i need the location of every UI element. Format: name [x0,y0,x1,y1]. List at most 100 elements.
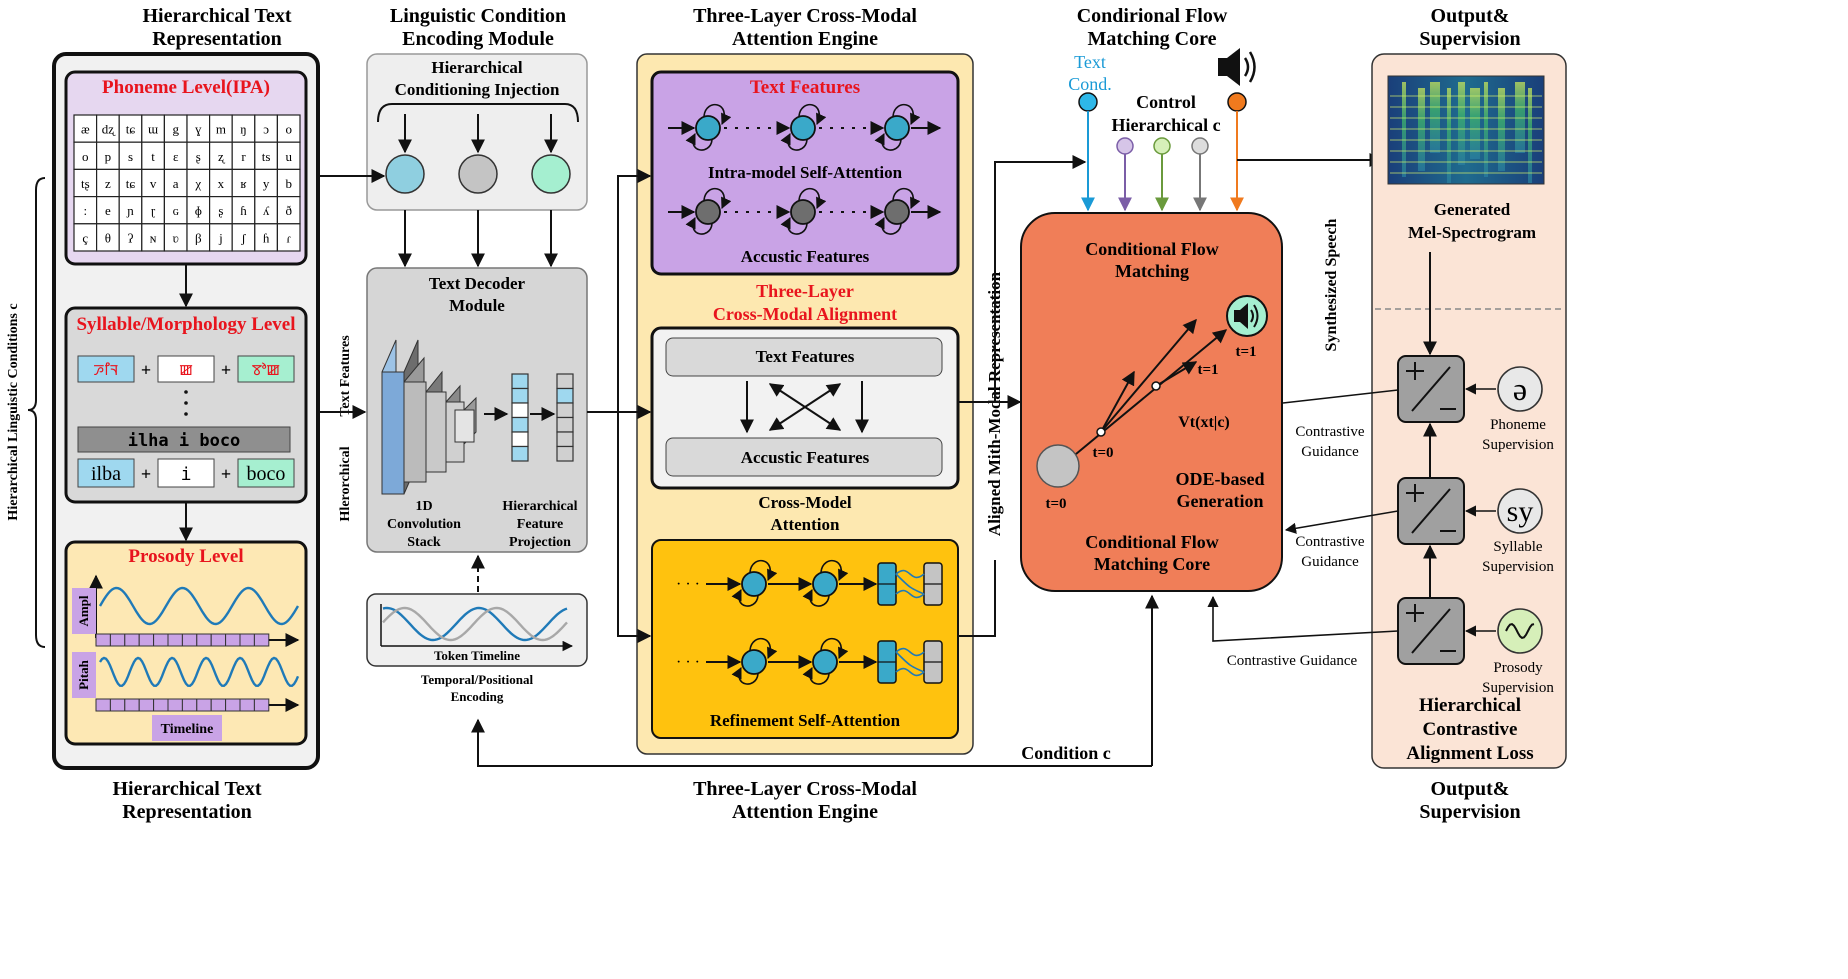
phoneme-symbol: ɛ [173,149,179,164]
prosody-token [167,698,183,712]
text-cond-line1: Text [1074,52,1106,72]
phoneme-symbol: ʁ [240,176,247,191]
timeline-wave-blue [382,606,568,642]
syllable-plus-1: + [141,360,151,380]
phoneme-symbol: a [173,176,179,191]
prosody-token [225,633,241,647]
prosody-token [196,698,212,712]
left-brace-label: Hierarchical Linguistic Conditions c [6,303,21,520]
self-loop-arrow [802,588,830,607]
footer-col3-line2: Attention Engine [732,801,878,823]
intra-attention-label: Intra-model Self-Attention [708,163,903,182]
refine-link [895,569,925,579]
phoneme-symbol: ɽ [151,203,156,218]
self-loop-arrow [892,187,921,210]
decoder-side-label-2: Text Features [338,335,353,417]
self-loop-arrow [731,588,759,607]
syllable-plus-2: + [221,360,231,380]
phoneme-symbol: ʂ [218,203,223,218]
self-loop-arrow [820,637,849,660]
flow-vt-label: Vt(xt|c) [1178,414,1230,431]
header-col5-line1: Output& [1431,5,1510,27]
prosody-token [210,633,227,647]
prosody-token [253,633,270,647]
mel-band [1470,88,1480,159]
syllable-word-3 [237,458,295,488]
prosody-sup-line1: Prosody [1493,660,1543,676]
proj-label-line3: Projection [509,535,571,550]
self-loop-arrow [703,187,732,210]
phoneme-symbol: tʂ [81,176,90,191]
refinement-label: Refinement Self-Attention [710,711,901,730]
phoneme-symbol: x [218,176,225,191]
synthesized-speech-label: Synthesized Speech [1323,218,1340,351]
header-col2-line1: Linguistic Condition [390,5,566,27]
supervision-node-syllable [1497,488,1543,534]
phoneme-symbol: χ [194,176,201,191]
guidance1-line1: Contrastive [1295,424,1364,440]
footer-col1-line2: Representation [122,801,252,823]
phoneme-symbol: b [285,176,292,191]
attention-node [790,199,816,225]
injection-node-syllable [458,154,498,194]
self-loop-arrow [685,216,713,235]
header-col3-line2: Attention Engine [732,28,878,50]
syllable-word-3-text: boco [247,463,286,485]
chain-ellipsis: · · · [676,576,700,593]
guidance-line-1 [1282,389,1399,404]
mel-band [1402,82,1406,177]
phoneme-symbol: ɯ [148,122,158,137]
alignment-title-line1: Three-Layer [756,281,854,301]
conv-label-line2: Convolution [387,517,461,532]
syllable-word-1 [77,458,135,488]
flow-title-top-line1: Conditional Flow [1085,239,1219,259]
syllable-token-1-text: ꯍꯤꯜ [94,362,119,379]
control-node-phoneme [1116,137,1134,155]
timeline-caption-line2: Encoding [451,689,504,704]
phoneme-symbol: t [151,149,155,164]
speaker-icon-flow [1234,303,1259,329]
flow-matching-box [1020,212,1283,592]
refine-link [895,651,925,673]
phoneme-symbol: ɔ [263,122,269,137]
conv-label-line3: Stack [407,535,441,550]
arrow-condition-to-timeline [471,718,1152,767]
phoneme-symbol: β [195,230,202,245]
attention-node [741,571,767,597]
syllable-sup-line2: Supervision [1482,559,1554,575]
phoneme-symbol: ɴ [150,230,157,245]
syllable-token-1 [77,355,135,383]
prosody-pitch-tag [72,652,96,698]
attention-node [812,571,838,597]
flow-t1b-label: t=1 [1235,344,1256,360]
phoneme-symbol: z [105,176,111,191]
control-label-line2: Hierarchical c [1111,115,1220,135]
footer-col5-line2: Supervision [1419,801,1520,823]
phoneme-symbol: ʋ [173,230,179,245]
mel-band [1528,88,1532,183]
phoneme-symbol: θ [105,230,111,245]
prosody-token [153,698,169,712]
syllable-plus-3: + [141,464,151,484]
prosody-ampl-tag [72,588,96,634]
proj-label-line1: Hierarchical [502,499,577,514]
feature-projection-icon [511,373,574,462]
phoneme-symbol: ç [82,230,88,245]
phoneme-symbol: tɕ [126,176,136,191]
header-col1-line2: Representation [152,28,282,50]
injection-title-line1: Hierarchical [431,58,523,77]
prosody-token [253,698,270,712]
header-col1-line1: Hierarchical Text [142,5,291,27]
flow-title-bottom-line2: Matching Core [1094,554,1210,574]
self-loop-arrow [780,216,808,235]
self-loop-arrow [802,666,830,685]
mel-band [1515,82,1525,153]
phoneme-symbol: ɢ [173,203,179,218]
self-loop-arrow [798,103,827,126]
self-loop-arrow [798,187,827,210]
footer-col1-line1: Hierarchical Text [112,778,261,800]
prosody-token [95,633,111,647]
control-node-syllable [1153,137,1171,155]
syllable-word-2 [157,458,215,488]
